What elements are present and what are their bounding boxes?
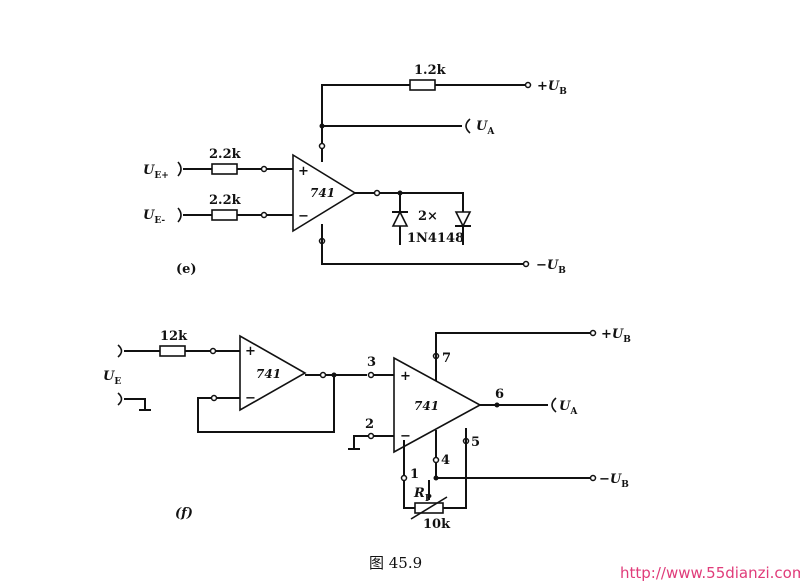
terminal-ub-minus-f [589, 474, 597, 482]
circuit-e-label: (e) [176, 262, 197, 277]
svg-text:+: + [298, 164, 309, 179]
ub-plus-f-label: +UB [601, 327, 631, 345]
terminal-ub-minus-e [522, 260, 530, 268]
opamp-741-e-label: 741 [310, 186, 335, 200]
opamp-741-main [393, 356, 482, 454]
ue-plus-label: UE+ [143, 163, 169, 181]
terminal-ub-plus-f [589, 329, 597, 337]
svg-text:12k: 12k [160, 329, 188, 344]
svg-text:2.2k: 2.2k [209, 147, 242, 162]
circuit-f-label: (f) [175, 506, 193, 521]
opamp-741-buffer-label: 741 [256, 367, 281, 381]
watermark: http://www.55dianzi.com [620, 564, 800, 582]
opamp-741-e [292, 153, 357, 233]
ue-f-label: UE [103, 369, 121, 387]
diode-count-label: 2× [418, 209, 438, 224]
svg-text:5: 5 [471, 435, 480, 450]
svg-text:1: 1 [410, 467, 419, 482]
diode-part-label: 1N4148 [407, 231, 464, 246]
opamp-741-buffer [239, 334, 307, 412]
svg-text:3: 3 [367, 355, 376, 370]
resistor-12k [159, 345, 186, 357]
rp-label: RP [413, 486, 432, 504]
svg-text:+: + [400, 369, 411, 384]
figure-caption: 图 45.9 [369, 554, 422, 572]
ua-e-label: UA [476, 119, 495, 137]
svg-text:+: + [245, 344, 256, 359]
svg-text:2: 2 [365, 417, 374, 432]
circuit-e: 1.2k +UB UA + − 741 −UB 2.2k UE+ 2.2k [143, 63, 567, 277]
ub-minus-f-label: −UB [599, 472, 629, 490]
resistor-1-2k [409, 79, 436, 91]
diode-2 [454, 211, 472, 228]
terminal-ub-plus-e [524, 81, 532, 89]
diode-1 [391, 210, 409, 227]
opamp-741-main-label: 741 [414, 399, 439, 413]
ua-f-label: UA [559, 399, 578, 417]
ue-minus-label: UE- [143, 208, 165, 226]
svg-text:6: 6 [495, 387, 504, 402]
resistor-2-2k-minus [211, 209, 238, 221]
svg-text:−: − [298, 209, 309, 224]
resistor-1-2k-label: 1.2k [414, 63, 447, 78]
circuit-f: 12k UE + − 741 + − 741 3 2 [103, 327, 631, 532]
svg-text:4: 4 [441, 453, 450, 468]
rp-value-label: 10k [423, 517, 451, 532]
svg-text:−: − [400, 429, 411, 444]
ub-plus-e-label: +UB [537, 79, 567, 97]
ub-minus-e-label: −UB [536, 258, 566, 276]
svg-text:2.2k: 2.2k [209, 193, 242, 208]
svg-text:−: − [245, 391, 256, 406]
resistor-2-2k-plus [211, 163, 238, 175]
svg-text:7: 7 [442, 351, 451, 366]
